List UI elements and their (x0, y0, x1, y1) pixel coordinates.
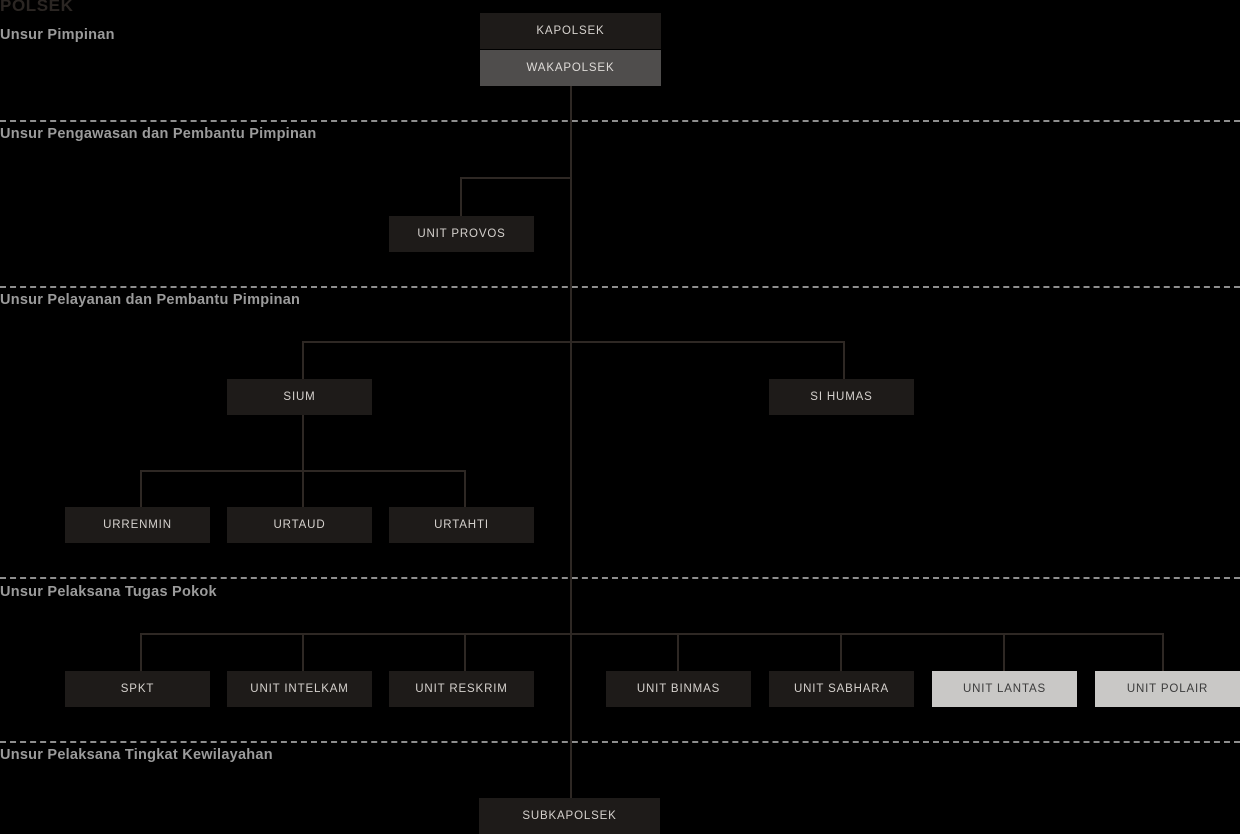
node-unit-polair-label: UNIT POLAIR (1126, 683, 1209, 695)
node-subkapolsek[interactable]: SUBKAPOLSEK (479, 798, 660, 834)
node-urtahti-label: URTAHTI (434, 519, 489, 531)
node-unit-binmas[interactable]: UNIT BINMAS (606, 671, 751, 707)
connector-sium-drop (302, 341, 304, 379)
connector-binmas-drop (677, 633, 679, 671)
node-unit-reskrim[interactable]: UNIT RESKRIM (389, 671, 534, 707)
node-wakapolsek[interactable]: WAKAPOLSEK (480, 50, 661, 86)
node-unit-reskrim-label: UNIT RESKRIM (415, 683, 508, 695)
node-urrenmin[interactable]: URRENMIN (65, 507, 210, 543)
connector-sabhara-drop (840, 633, 842, 671)
node-kapolsek[interactable]: KAPOLSEK (480, 13, 661, 49)
node-kapolsek-label: KAPOLSEK (536, 25, 605, 37)
connector-sium-humas-bus (302, 341, 845, 343)
node-unit-provos[interactable]: UNIT PROVOS (389, 216, 534, 252)
node-unit-intelkam[interactable]: UNIT INTELKAM (227, 671, 372, 707)
node-sium-label: SIUM (283, 391, 316, 403)
section-divider-3 (0, 577, 1240, 579)
node-unit-binmas-label: UNIT BINMAS (636, 683, 721, 695)
connector-lantas-drop (1003, 633, 1005, 671)
node-unit-sabhara-label: UNIT SABHARA (794, 683, 889, 695)
connector-spine-main (570, 85, 572, 799)
node-urtaud[interactable]: URTAUD (227, 507, 372, 543)
section-label-kewilayahan: Unsur Pelaksana Tingkat Kewilayahan (0, 747, 273, 763)
connector-polair-drop (1162, 633, 1164, 671)
connector-ur-bus (140, 470, 466, 472)
node-unit-sabhara[interactable]: UNIT SABHARA (769, 671, 914, 707)
connector-humas-drop (843, 341, 845, 379)
connector-urtahti-drop (464, 470, 466, 507)
section-label-pelayanan: Unsur Pelayanan dan Pembantu Pimpinan (0, 292, 301, 308)
section-label-pengawasan: Unsur Pengawasan dan Pembantu Pimpinan (0, 126, 317, 142)
node-unit-polair[interactable]: UNIT POLAIR (1095, 671, 1240, 707)
connector-pelaksana-bus-right (570, 633, 1164, 635)
section-divider-4 (0, 741, 1240, 743)
node-si-humas-label: SI HUMAS (810, 391, 873, 403)
node-si-humas[interactable]: SI HUMAS (769, 379, 914, 415)
node-unit-lantas[interactable]: UNIT LANTAS (932, 671, 1077, 707)
connector-pelaksana-bus-left (140, 633, 572, 635)
node-subkapolsek-label: SUBKAPOLSEK (522, 810, 617, 822)
connector-sium-stem (302, 415, 304, 507)
page-title: POLSEK (0, 0, 74, 15)
node-unit-intelkam-label: UNIT INTELKAM (250, 683, 349, 695)
section-divider-1 (0, 120, 1240, 122)
node-urrenmin-label: URRENMIN (103, 519, 172, 531)
node-sium[interactable]: SIUM (227, 379, 372, 415)
node-unit-provos-label: UNIT PROVOS (417, 228, 506, 240)
node-spkt-label: SPKT (120, 683, 155, 695)
connector-spkt-drop (140, 633, 142, 671)
connector-intelkam-drop (302, 633, 304, 671)
section-divider-2 (0, 286, 1240, 288)
node-spkt[interactable]: SPKT (65, 671, 210, 707)
node-unit-lantas-label: UNIT LANTAS (962, 683, 1047, 695)
section-label-pimpinan: Unsur Pimpinan (0, 27, 115, 43)
connector-provos-drop (460, 177, 462, 216)
node-wakapolsek-label: WAKAPOLSEK (526, 62, 615, 74)
node-urtahti[interactable]: URTAHTI (389, 507, 534, 543)
section-label-pelaksana: Unsur Pelaksana Tugas Pokok (0, 584, 217, 600)
connector-reskrim-drop (464, 633, 466, 671)
connector-urrenmin-drop (140, 470, 142, 507)
node-urtaud-label: URTAUD (273, 519, 326, 531)
connector-provos-horizontal (460, 177, 572, 179)
